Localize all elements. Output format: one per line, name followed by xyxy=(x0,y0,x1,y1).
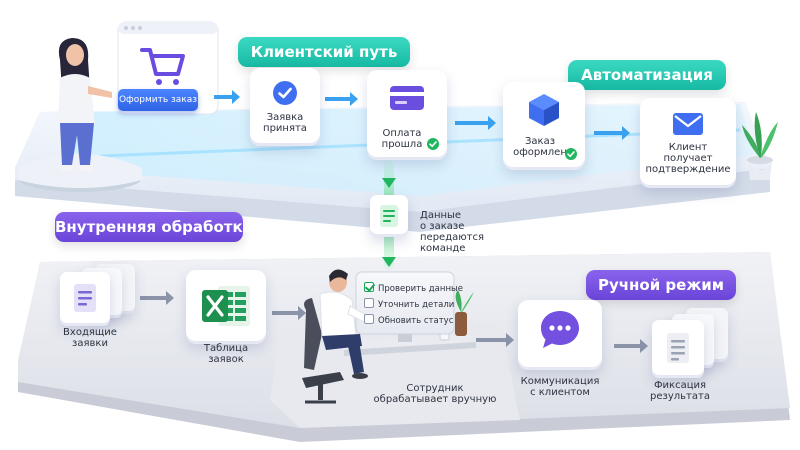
chat-bubble-icon xyxy=(541,311,579,348)
arrow-order-to-accepted xyxy=(214,90,240,104)
checkbox-empty-icon[interactable] xyxy=(364,298,374,308)
automation-title: Автоматизация xyxy=(568,60,726,90)
internal-processing-title: Внутренняя обработка xyxy=(55,212,253,242)
arrow-chat-to-result xyxy=(614,339,648,353)
document-icon xyxy=(380,205,398,227)
stacked-documents-icon xyxy=(667,333,689,363)
top-arrows xyxy=(214,90,630,140)
step-client-communication xyxy=(518,300,602,370)
step-requests-table xyxy=(186,270,266,344)
shopping-cart-icon xyxy=(140,48,185,85)
stacked-documents-icon xyxy=(74,284,96,312)
package-box-icon xyxy=(529,94,559,126)
checklist-item-clarify[interactable]: Уточнить детали xyxy=(364,298,454,311)
green-check-badge-icon xyxy=(565,148,577,160)
envelope-icon xyxy=(673,113,703,135)
checkbox-empty-icon[interactable] xyxy=(364,314,374,324)
monitor xyxy=(355,271,455,342)
arrow-table-to-employee xyxy=(272,306,306,320)
arrow-accepted-to-payment xyxy=(325,92,358,106)
arrow-payment-to-order xyxy=(455,116,496,130)
place-order-button[interactable]: Оформить заказ xyxy=(118,89,198,111)
step-incoming-requests xyxy=(60,272,110,326)
checkmark-circle-icon xyxy=(273,81,297,105)
woman-figure xyxy=(58,38,112,171)
green-check-badge-icon xyxy=(427,138,439,150)
checkbox-checked-icon[interactable] xyxy=(364,282,374,292)
arrow-incoming-to-table xyxy=(140,291,174,305)
customer-journey-title: Клиентский путь xyxy=(238,37,410,67)
manual-mode-title: Ручной режим xyxy=(586,270,736,300)
bottom-arrows xyxy=(140,291,648,353)
arrow-employee-to-chat xyxy=(476,333,514,347)
spreadsheet-icon xyxy=(202,286,250,326)
step-result-fixation xyxy=(652,320,704,378)
woman-pedestal xyxy=(18,154,142,192)
checklist-item-verify[interactable]: Проверить данные xyxy=(364,282,463,295)
handoff-document xyxy=(370,195,408,237)
checklist-item-update-status[interactable]: Обновить статус xyxy=(364,314,453,327)
credit-card-icon xyxy=(390,86,424,110)
arrow-order-to-client xyxy=(594,126,630,140)
plant xyxy=(742,112,778,180)
